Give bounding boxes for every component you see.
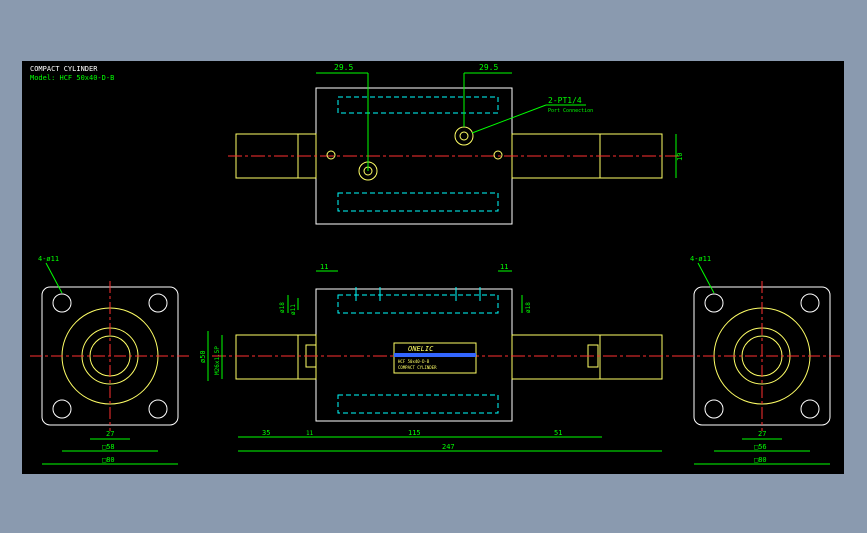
dim-o18-left-text: ø18 [279, 302, 286, 313]
left-hole-1 [52, 293, 72, 313]
left-hole-4 [148, 399, 168, 419]
dim-top-left-text: 29.5 [334, 63, 353, 72]
left-end-view: 4-ø11 27 □58 □80 [30, 255, 192, 465]
top-hidden-bore-lower [337, 192, 499, 212]
cad-drawing: COMPACT CYLINDER Model: HCF 50x40-D-B 29… [30, 63, 840, 465]
left-80-text: □80 [102, 456, 115, 464]
top-port-right [454, 126, 474, 146]
port-label: 2-PT1/4 [548, 96, 582, 105]
dim-115-text: 115 [408, 429, 421, 437]
right-hole-4 [800, 399, 820, 419]
top-hidden-bore-upper [337, 96, 499, 114]
dim-top-right-text: 29.5 [479, 63, 498, 72]
dim-right-10-text: 10 [676, 153, 684, 161]
port-leader [471, 104, 547, 134]
top-small-hole-right [493, 150, 503, 160]
label-plate-name: COMPACT CYLINDER [398, 365, 437, 370]
dim-o18-right-text: ø18 [525, 302, 532, 313]
dim-11-left-text: 11 [320, 263, 328, 271]
dim-247-text: 247 [442, 443, 455, 451]
left-58-text: □58 [102, 443, 115, 451]
dim-11-bottom-text: 11 [306, 430, 314, 437]
top-port-right-inner [459, 131, 469, 141]
left-27-text: 27 [106, 430, 114, 438]
top-view: 29.5 29.5 2-PT1/4 Port Connection 10 [228, 63, 684, 225]
top-small-hole-left [326, 150, 336, 160]
right-27-text: 27 [758, 430, 766, 438]
right-hole-1 [704, 293, 724, 313]
right-hole-2 [800, 293, 820, 313]
label-plate-model: HCF 50x40-D-B [398, 359, 430, 364]
front-hidden-bore-upper [337, 294, 499, 314]
dim-m26-text: M26x1.5P [214, 346, 221, 375]
front-hidden-bore-lower [337, 394, 499, 414]
dim-o50-text: ø50 [199, 350, 207, 363]
right-hole-label: 4-ø11 [690, 255, 711, 263]
dim-o11-text: ø11 [290, 304, 297, 315]
left-hole-2 [148, 293, 168, 313]
port-sublabel: Port Connection [548, 108, 593, 114]
right-hole-leader [697, 262, 715, 294]
drawing-model: Model: HCF 50x40-D-B [30, 74, 114, 82]
dim-35-text: 35 [262, 429, 270, 437]
label-plate-stripe [394, 353, 476, 357]
right-80-text: □80 [754, 456, 767, 464]
label-plate [393, 342, 477, 374]
front-right-rod [511, 334, 663, 380]
right-58-text: □56 [754, 443, 767, 451]
right-end-view: 4-ø11 27 □56 □80 [682, 255, 840, 465]
dim-11-right-text: 11 [500, 263, 508, 271]
front-left-rod [235, 334, 317, 380]
dim-51-text: 51 [554, 429, 562, 437]
label-plate-brand: ONELIC [408, 345, 434, 353]
drawing-title: COMPACT CYLINDER [30, 65, 98, 73]
left-hole-label: 4-ø11 [38, 255, 59, 263]
left-hole-leader [45, 262, 63, 294]
front-view: ONELIC HCF 50x40-D-B COMPACT CYLINDER 11… [199, 263, 682, 452]
right-hole-3 [704, 399, 724, 419]
cad-drawing-canvas: COMPACT CYLINDER Model: HCF 50x40-D-B 29… [22, 61, 844, 474]
left-hole-3 [52, 399, 72, 419]
